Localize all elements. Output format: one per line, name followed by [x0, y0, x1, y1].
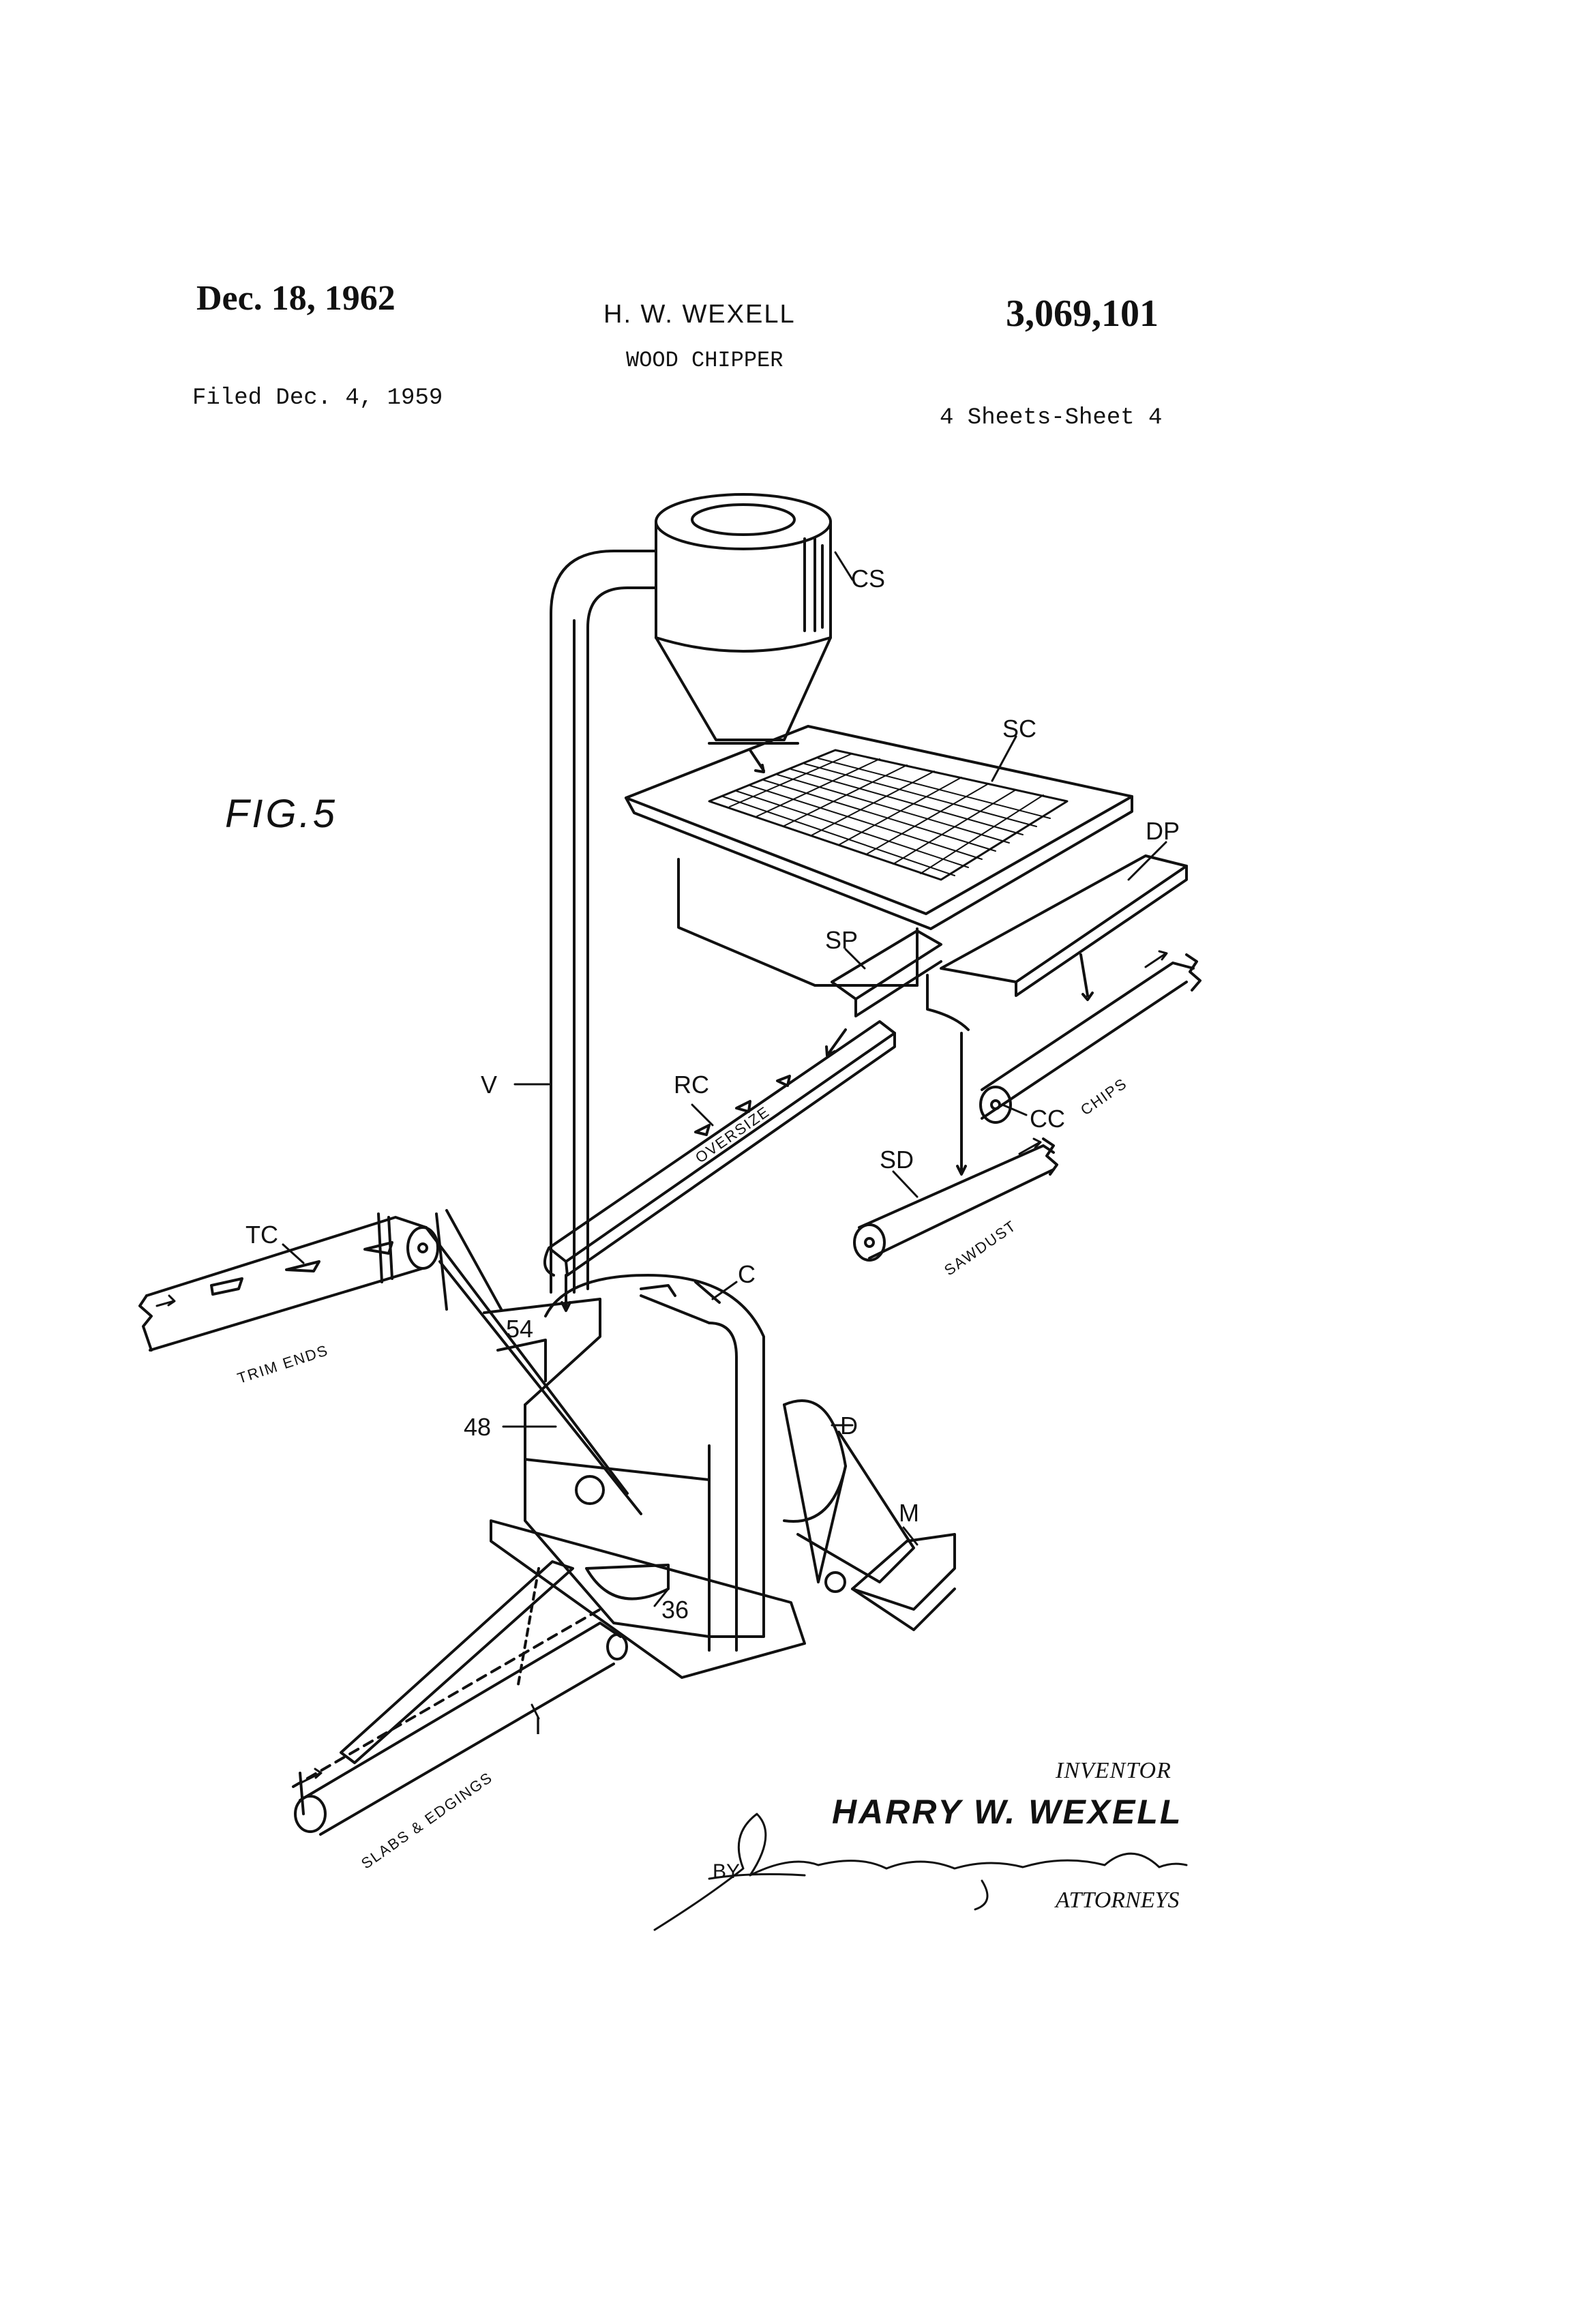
- screen-tray: [626, 726, 1132, 985]
- label-sc: SC: [1002, 715, 1036, 743]
- cyclone-separator: [656, 494, 831, 772]
- label-m: M: [899, 1499, 919, 1528]
- inventor-heading: INVENTOR: [1056, 1758, 1171, 1784]
- label-sp: SP: [825, 926, 858, 955]
- inventor-name: HARRY W. WEXELL: [832, 1792, 1182, 1832]
- vacuum-duct: [551, 551, 656, 1292]
- label-v: V: [481, 1071, 497, 1099]
- label-d: D: [840, 1412, 858, 1440]
- label-sd: SD: [880, 1146, 914, 1174]
- oversize-return-conveyor: [545, 1022, 895, 1311]
- motor: [826, 1534, 955, 1630]
- label-54: 54: [506, 1315, 533, 1343]
- label-cc: CC: [1030, 1105, 1065, 1133]
- label-c: C: [738, 1260, 756, 1289]
- label-cs: CS: [851, 565, 885, 593]
- label-tc: TC: [245, 1221, 278, 1249]
- label-rc: RC: [674, 1071, 709, 1099]
- flow-arrows: [157, 951, 1167, 1783]
- trim-ends-conveyor: [140, 1210, 501, 1350]
- attorneys-label: ATTORNEYS: [1056, 1888, 1179, 1913]
- label-36: 36: [661, 1596, 689, 1624]
- label-dp: DP: [1146, 817, 1180, 846]
- label-48: 48: [464, 1413, 491, 1442]
- signature-by: BY: [713, 1860, 740, 1883]
- label-i: I: [535, 1712, 541, 1740]
